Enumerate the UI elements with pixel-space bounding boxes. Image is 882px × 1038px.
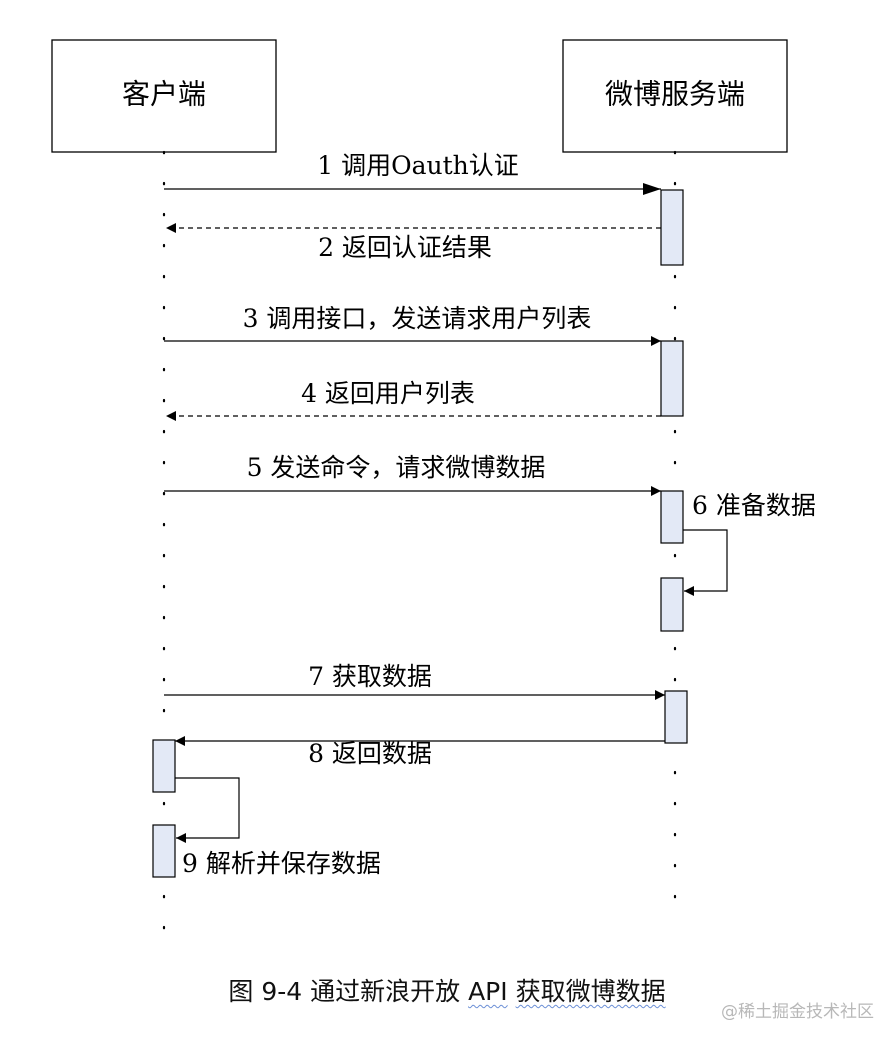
activation-bar-server	[664, 690, 688, 744]
message-7-label: 7 获取数据	[308, 662, 432, 691]
message-8-label: 8 返回数据	[308, 739, 432, 768]
caption-api: API	[468, 977, 508, 1006]
message-6-arrow	[683, 529, 728, 596]
message-1-label: 1 调用Oauth认证	[317, 151, 519, 180]
actor-server: 微博服务端	[562, 39, 788, 153]
actor-client-label: 客户端	[122, 78, 206, 111]
activation-bar-server	[660, 189, 684, 266]
message-6-label: 6 准备数据	[692, 491, 816, 520]
sequence-diagram: 客户端 微博服务端 1 调用Oauth认证 2 返回认证结果 3 调用接口，发送…	[51, 39, 816, 937]
message-2-label: 2 返回认证结果	[318, 233, 492, 262]
activation-bar-server	[660, 340, 684, 417]
activation-bar-client	[152, 739, 176, 793]
watermark-text: @稀土掘金技术社区	[721, 1002, 874, 1022]
caption-space	[508, 977, 516, 1006]
figure-caption: 图 9-4 通过新浪开放 API 获取微博数据	[0, 972, 882, 1008]
activation-bar-client	[152, 824, 176, 878]
message-4-label: 4 返回用户列表	[301, 379, 475, 408]
message-3-label: 3 调用接口，发送请求用户列表	[243, 304, 592, 333]
caption-highlight: 获取微博数据	[515, 977, 666, 1006]
activation-bar-server	[660, 490, 684, 544]
activation-bar-server	[660, 577, 684, 632]
message-9-label: 9 解析并保存数据	[182, 849, 381, 878]
actor-server-label: 微博服务端	[605, 78, 745, 111]
actor-client: 客户端	[51, 39, 277, 153]
message-9-arrow	[175, 777, 240, 843]
message-5-label: 5 发送命令，请求微博数据	[247, 453, 546, 482]
caption-prefix: 图 9-4 通过新浪开放	[228, 977, 469, 1006]
